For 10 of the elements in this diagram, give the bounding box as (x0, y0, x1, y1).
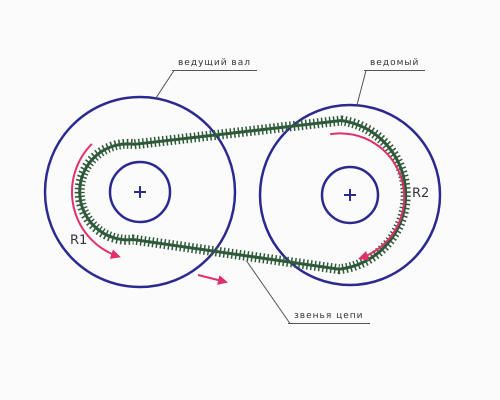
sprocket-drawing (44, 96, 236, 288)
sprocket-drawing (258, 104, 442, 286)
radius-label: R2 (412, 188, 430, 199)
leader-line (246, 260, 290, 324)
callout-text: звенья цепи (288, 311, 370, 324)
callout-text: ведомый (364, 58, 426, 71)
leader-line (356, 70, 366, 106)
leader-line (155, 70, 174, 99)
radius-label: R1 (70, 235, 88, 246)
callout-text: ведущий вал (172, 58, 257, 71)
